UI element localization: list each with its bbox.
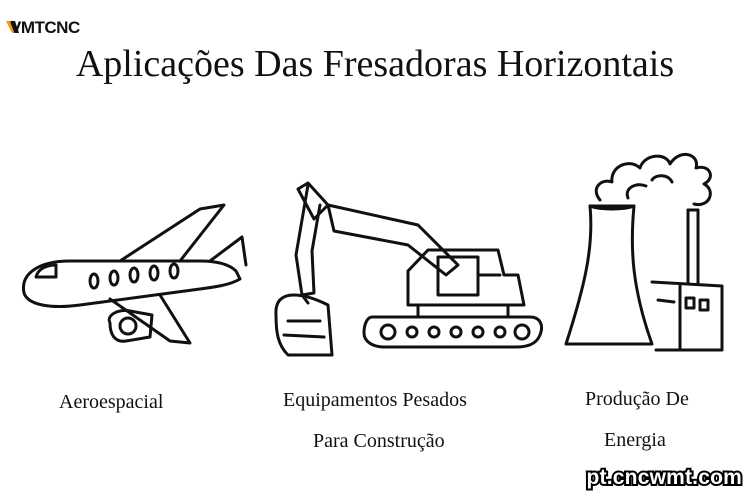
label-heavy-equipment-line2: Para Construção <box>313 430 445 452</box>
brand-logo: VMTCNC <box>6 18 106 40</box>
label-energy-line1: Produção De <box>585 388 689 410</box>
site-watermark: pt.cncwmt.com <box>585 464 744 491</box>
label-aerospace: Aeroespacial <box>59 391 164 413</box>
power-plant-icon <box>564 153 724 352</box>
excavator-icon <box>274 181 543 357</box>
logo-text: VMTCNC <box>10 18 80 37</box>
page-title: Aplicações Das Fresadoras Horizontais <box>75 43 675 85</box>
label-energy-line2: Energia <box>604 429 666 451</box>
label-heavy-equipment-line1: Equipamentos Pesados <box>283 389 467 411</box>
logo-mark-icon <box>6 21 19 33</box>
airplane-icon <box>22 203 248 345</box>
